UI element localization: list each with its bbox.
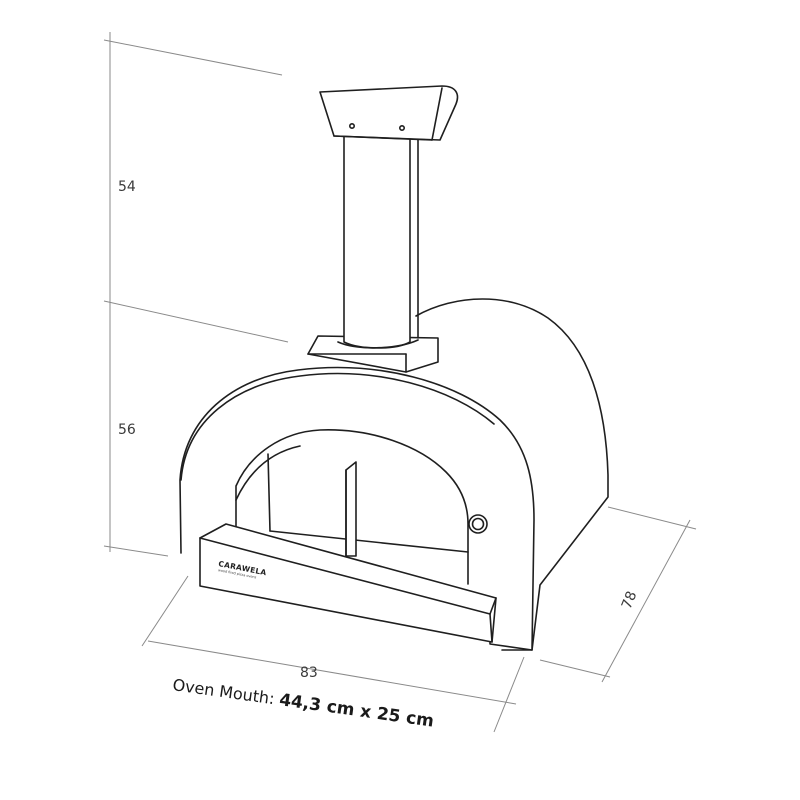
chimney-pipe-base-ring — [337, 339, 419, 349]
caption-label: Oven Mouth: — [171, 675, 280, 709]
oven-floor-edge — [269, 530, 469, 553]
dimension-lines — [103, 32, 697, 733]
oven-front-shelf-top-edge — [199, 537, 491, 615]
oven-front-shelf-right-edge — [489, 613, 493, 643]
depth-label: 78 — [619, 589, 641, 612]
chimney-pipe — [343, 133, 411, 349]
brand-tagline: wood fired pizza ovens — [218, 568, 257, 579]
middle-extension-line — [103, 300, 289, 343]
chimney-height-label: 54 — [118, 179, 136, 195]
chimney-cap-rivet-right — [398, 125, 405, 132]
chimney-cap-front-bottom — [333, 135, 433, 141]
oven-interior-post — [345, 461, 357, 557]
oven-dome-front — [179, 366, 535, 651]
oven-front-shelf-corner — [489, 597, 497, 615]
oven-front-shelf — [199, 523, 497, 643]
bottom-extension-line — [103, 545, 169, 557]
oven-mouth — [235, 429, 469, 585]
depth-top-extension — [607, 506, 697, 530]
dome-height-label: 56 — [118, 422, 136, 438]
chimney-cap-rivet-left — [348, 123, 355, 130]
width-dimension-line — [147, 640, 517, 705]
width-left-extension — [141, 575, 189, 647]
chimney-cap-side-edge — [431, 87, 443, 141]
thermometer-outer — [468, 514, 488, 534]
thermometer-inner — [471, 517, 485, 531]
width-label: 83 — [300, 665, 318, 681]
oven-dome-front-rim — [180, 372, 495, 481]
caption-value: 44,3 cm x 25 cm — [278, 690, 435, 731]
oven-mouth-inner-wall — [267, 453, 271, 532]
width-right-extension — [493, 656, 525, 733]
depth-bottom-extension — [539, 659, 611, 678]
oven-mouth-inner-left — [235, 445, 301, 501]
depth-dimension-line — [601, 519, 691, 683]
oven — [179, 85, 609, 651]
top-extension-line — [103, 39, 283, 76]
